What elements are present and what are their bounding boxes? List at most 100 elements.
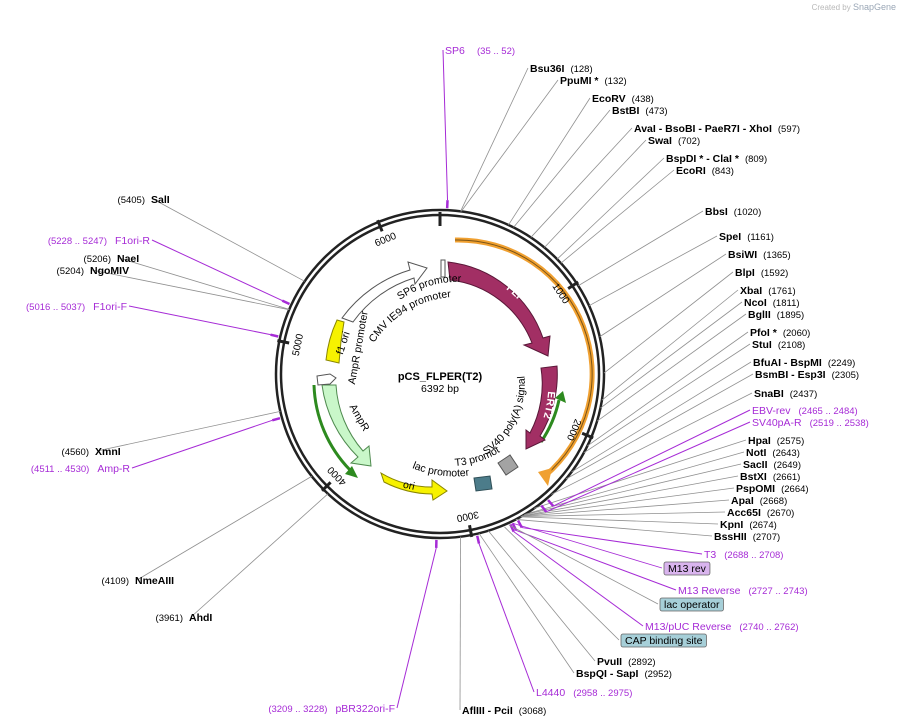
- enzyme-name: ApaI: [731, 495, 754, 507]
- enzyme-position: (2437): [790, 389, 817, 400]
- enzyme-site: NcoI(1811): [744, 297, 800, 309]
- enzyme-leader: [522, 475, 739, 517]
- orf-arrow-green-left: [345, 466, 358, 478]
- tick-mark-3000: [468, 524, 474, 538]
- enzyme-site: StuI(2108): [752, 339, 805, 351]
- primer-position: (2465 .. 2484): [799, 406, 858, 417]
- flp-arrow: [447, 261, 551, 357]
- enzyme-position: (1811): [773, 298, 800, 309]
- enzyme-site: Acc65I (2670): [727, 507, 794, 519]
- primer-leader: [396, 547, 437, 709]
- enzyme-position: (2952): [644, 669, 671, 680]
- boxed-feature-text: CAP binding site: [625, 635, 703, 647]
- enzyme-position: (1161): [747, 232, 774, 243]
- enzyme-leader: [530, 127, 633, 238]
- enzyme-site: PvuII(2892): [597, 656, 656, 668]
- enzyme-position: (2661): [773, 472, 800, 483]
- enzyme-site: PfoI *(2060): [750, 327, 810, 339]
- enzyme-name: NotI: [746, 447, 766, 459]
- enzyme-leader: [551, 392, 753, 495]
- primer-leader: [553, 409, 751, 507]
- primer-leader: [521, 527, 703, 555]
- enzyme-position: (5204): [57, 266, 84, 277]
- primer-leader: [478, 543, 535, 693]
- enzyme-site: KpnI(2674): [720, 519, 777, 531]
- primer-position: (2958 .. 2975): [573, 688, 632, 699]
- enzyme-name: Acc65I: [727, 507, 761, 519]
- enzyme-name: AvaI - BsoBI - PaeR7I - XhoI: [634, 123, 772, 135]
- boxed-feature-box: [663, 561, 711, 576]
- enzyme-position: (1592): [761, 268, 788, 279]
- primer-position: (4511 .. 4530): [31, 464, 89, 475]
- enzyme-leader: [556, 157, 665, 260]
- enzyme-name: BbsI: [705, 206, 728, 218]
- boxed-feature: M13 rev: [663, 561, 711, 576]
- enzyme-position: (1365): [763, 250, 790, 261]
- t3-lac-promoter-box: [473, 475, 493, 492]
- orf-arc-orange-inner: [454, 239, 593, 477]
- enzyme-position: (3068): [519, 706, 546, 717]
- enzyme-name: Bsu36I: [530, 63, 565, 75]
- enzyme-position: (1020): [734, 207, 761, 218]
- primer-name: F1ori-R: [115, 235, 150, 247]
- enzyme-name: BsiWI: [728, 249, 757, 261]
- credit-brand: SnapGene: [852, 2, 896, 12]
- enzyme-leader: [523, 463, 742, 516]
- primer-leader: [513, 531, 644, 627]
- enzyme-position: (2649): [774, 460, 801, 471]
- primer-name: L4440: [536, 687, 565, 699]
- enzyme-site: ApaI(2668): [731, 495, 787, 507]
- primer-leader: [516, 529, 677, 591]
- feature-label-ampr: AmpR: [347, 402, 372, 434]
- enzyme-name: BspQI - SapI: [576, 668, 639, 680]
- enzyme-name: BglII: [748, 309, 771, 321]
- tick-mark-5000: [277, 339, 290, 345]
- enzyme-name: HpaI: [748, 435, 771, 447]
- enzyme-position: (473): [645, 106, 667, 117]
- tick-label-3000: 3000: [455, 508, 479, 523]
- enzyme-site: AflIII - PciI (3068): [462, 705, 546, 717]
- enzyme-leader: [459, 536, 461, 711]
- enzyme-leader: [478, 533, 575, 674]
- enzyme-site: NotI(2643): [746, 447, 800, 459]
- enzyme-site: BspQI - SapI (2952): [576, 668, 672, 680]
- primer-leader: [546, 421, 751, 513]
- primer-site: SV40pA-R(2519 .. 2538): [752, 417, 869, 429]
- enzyme-site: BglII(1895): [748, 309, 804, 321]
- orf-arc-green-left: [312, 384, 352, 472]
- primer-name: pBR322ori-F: [335, 703, 395, 715]
- enzyme-leader: [513, 109, 611, 228]
- enzyme-position: (1761): [768, 286, 795, 297]
- enzyme-leader: [578, 210, 704, 287]
- enzyme-name: SpeI: [719, 231, 741, 243]
- enzyme-leader: [583, 343, 751, 454]
- enzyme-name: BspDI * - ClaI *: [666, 153, 740, 165]
- enzyme-site: BsmBI - Esp3I(2305): [755, 369, 859, 381]
- primer-binding-mark: [271, 416, 281, 422]
- primer-position: (2519 .. 2538): [810, 418, 869, 429]
- enzyme-name: SwaI: [648, 135, 672, 147]
- boxed-feature-box: [659, 597, 724, 612]
- enzyme-site: SwaI(702): [648, 135, 700, 147]
- enzyme-name: BssHII: [714, 531, 747, 543]
- tick-mark-6000: [376, 219, 384, 232]
- enzyme-name: AhdI: [189, 612, 212, 624]
- enzyme-position: (2060): [783, 328, 810, 339]
- enzyme-leader: [603, 271, 734, 374]
- primer-site: L4440 (2958 .. 2975): [536, 687, 632, 699]
- enzyme-position: (597): [778, 124, 800, 135]
- tick-label-1000: 1000: [549, 282, 571, 307]
- primer-binding-mark: [516, 519, 523, 529]
- primer-leader: [151, 239, 283, 302]
- primer-position: (3209 .. 3228): [268, 704, 327, 715]
- primer-name: M13/pUC Reverse: [645, 621, 732, 633]
- primer-site: pBR322ori-F (3209 .. 3228): [268, 703, 395, 715]
- primer-binding-mark: [281, 299, 291, 306]
- enzyme-site: BbsI (1020): [705, 206, 761, 218]
- site-labels: Bsu36I(128)PpuMI *(132)EcoRV(438)BstBI(4…: [26, 45, 869, 717]
- enzyme-name: AflIII - PciI: [462, 705, 513, 717]
- primer-name: T3: [704, 549, 716, 561]
- enzyme-name: BstBI: [612, 105, 640, 117]
- enzyme-leader: [91, 269, 290, 311]
- enzyme-position: (2670): [767, 508, 794, 519]
